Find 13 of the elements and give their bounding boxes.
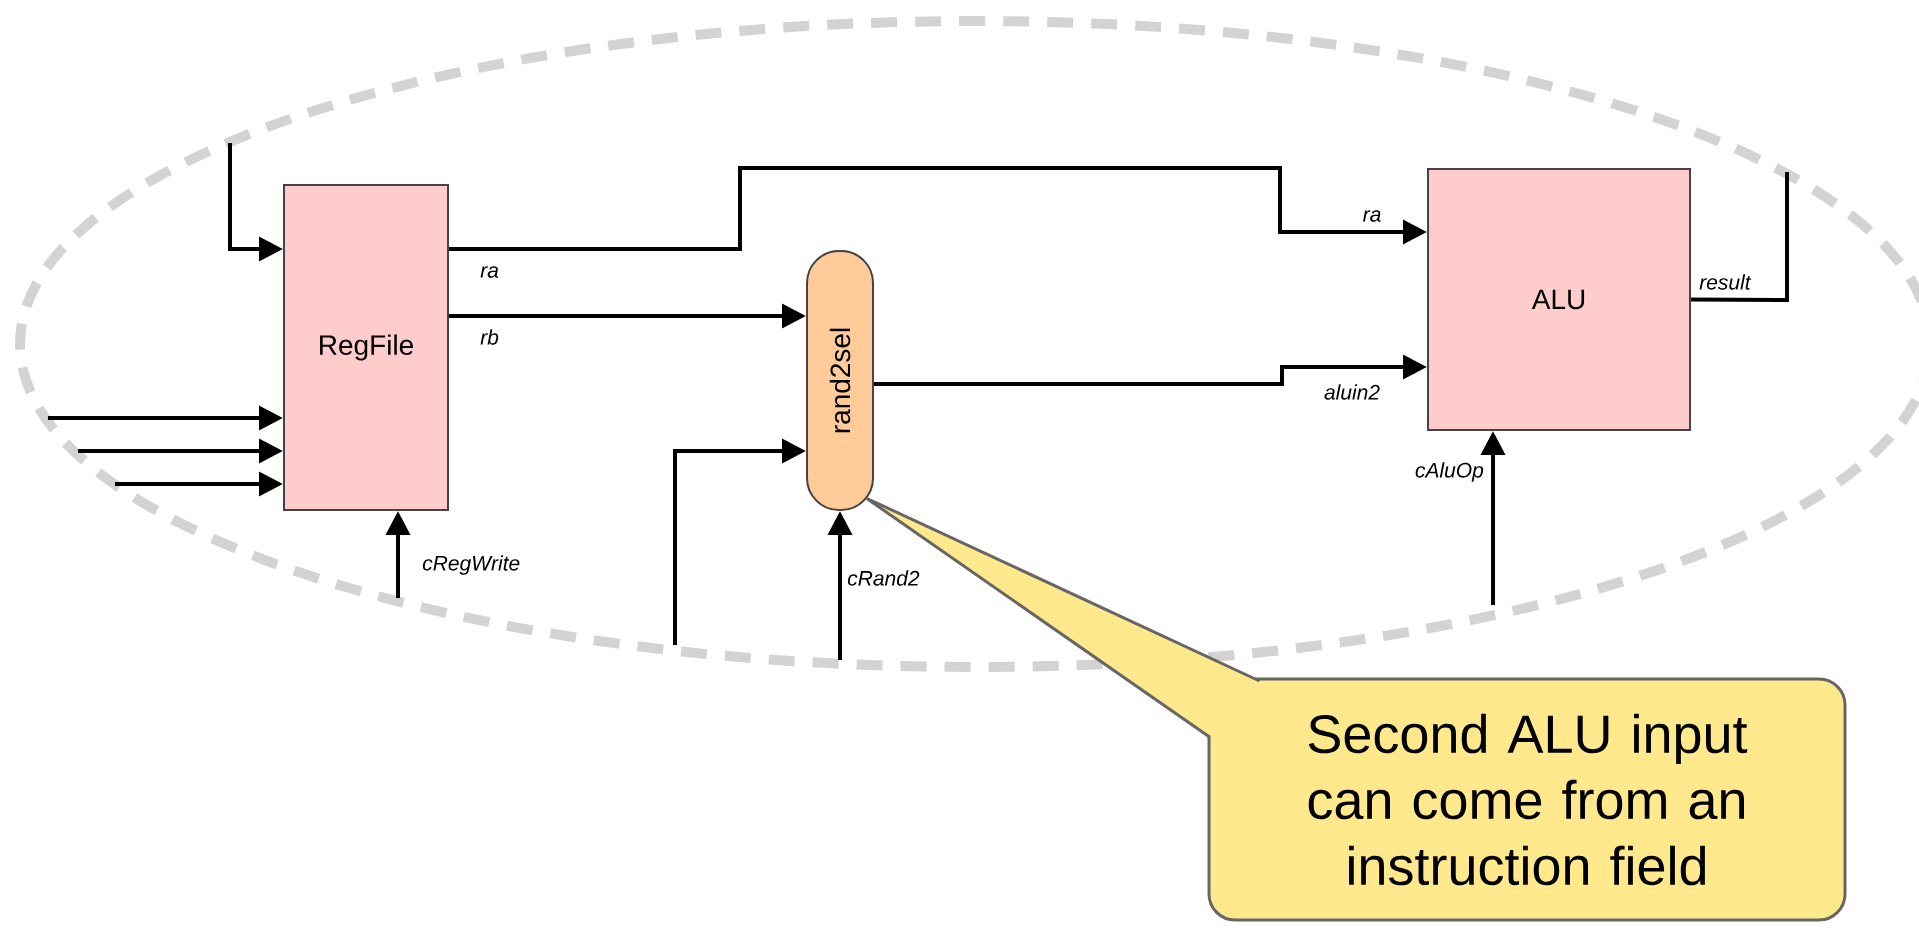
edge-label: aluin2 <box>1322 382 1383 402</box>
selector-pill: rand2sel <box>806 250 874 511</box>
edge-label: cAluOp <box>1412 460 1486 484</box>
block-box: ALU <box>1427 168 1691 431</box>
edge-label: cRegWrite <box>420 553 523 577</box>
port-label: ra <box>480 266 499 278</box>
edge-label: result <box>1697 272 1753 292</box>
edge-label: ra <box>1360 208 1384 224</box>
callout-box: Second ALU input can come from an instruction field <box>1207 677 1847 922</box>
edge-label: cRand2 <box>845 568 922 588</box>
leader-line <box>865 496 1261 683</box>
block-box: RegFile <box>283 184 449 511</box>
edge-label: rb <box>478 327 501 347</box>
